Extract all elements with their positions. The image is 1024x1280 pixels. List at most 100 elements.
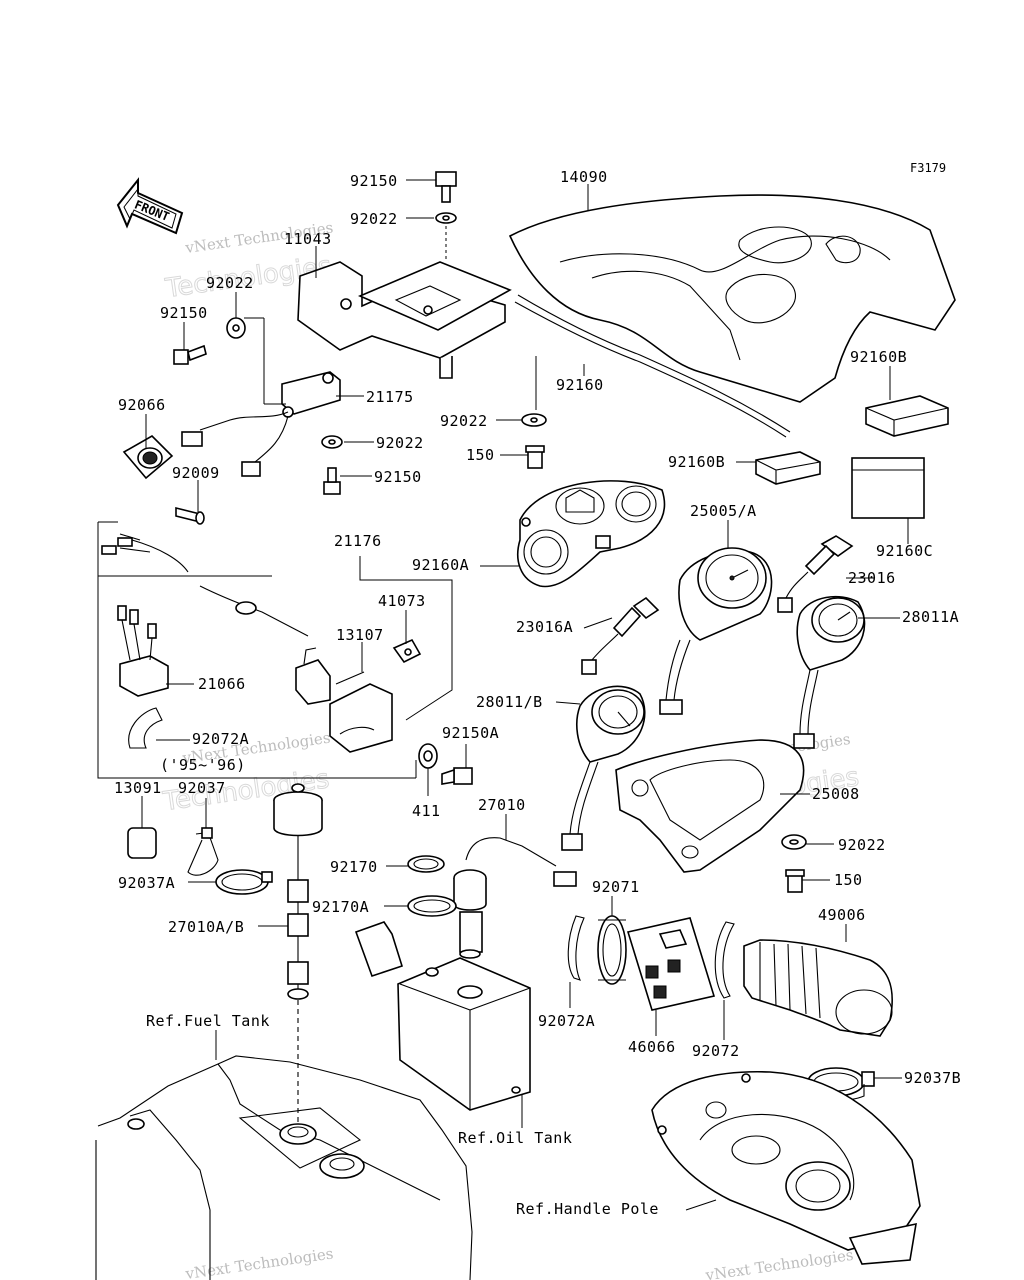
pad-92160C — [851, 457, 925, 519]
gauge-housing-92160A — [516, 480, 666, 588]
label-92170A: 92170A — [312, 898, 369, 916]
switch-cap — [329, 683, 393, 753]
boot-49006 — [743, 939, 893, 1037]
figure-code: F3179 — [910, 161, 946, 175]
label-92037A: 92037A — [118, 874, 175, 892]
bolt-92150-c — [323, 467, 341, 495]
fuel-tank — [95, 1055, 473, 1280]
bolt-150-b — [785, 869, 805, 893]
handle-pole — [651, 1070, 921, 1265]
sensor-23016 — [777, 535, 854, 613]
bolt-92150-top — [435, 171, 457, 224]
clamp-92170A — [407, 895, 457, 917]
part-labels: 92150 14090 92022 11043 92022 92150 2117… — [114, 168, 961, 1218]
grommet-92066 — [122, 435, 174, 480]
label-27010: 27010 — [478, 796, 526, 814]
label-92022: 92022 — [206, 274, 254, 292]
label-27010AB: 27010A/B — [168, 918, 244, 936]
label-92150: 92150 — [350, 172, 398, 190]
label-92150A: 92150A — [442, 724, 499, 742]
label-ref-fuel-tank: Ref.Fuel Tank — [146, 1012, 270, 1030]
bracket-11043 — [297, 261, 512, 379]
label-46066: 46066 — [628, 1038, 676, 1056]
label-92072A: 92072A — [192, 730, 249, 748]
label-411: 411 — [412, 802, 441, 820]
switch-block — [295, 647, 331, 705]
label-95-96: ('95~'96) — [160, 756, 246, 774]
label-150: 150 — [834, 871, 863, 889]
label-21066: 21066 — [198, 675, 246, 693]
pad-92160B-b — [755, 451, 821, 485]
top-cover-14090 — [508, 194, 956, 403]
label-28011A: 28011A — [902, 608, 959, 626]
regulator-21175 — [181, 371, 341, 477]
seal-92071 — [597, 915, 627, 985]
label-21175: 21175 — [366, 388, 414, 406]
gauge-28011A — [793, 595, 866, 749]
tie-92037 — [187, 827, 219, 876]
gauge-28011B — [561, 685, 646, 851]
band-92072 — [714, 921, 735, 999]
label-14090: 14090 — [560, 168, 608, 186]
label-92160C: 92160C — [876, 542, 933, 560]
label-92160A: 92160A — [412, 556, 469, 574]
band-92072A-b — [567, 915, 585, 981]
label-92150: 92150 — [160, 304, 208, 322]
cap-13091 — [127, 827, 157, 859]
label-92160B: 92160B — [850, 348, 907, 366]
front-arrow-icon: FRONT — [116, 177, 184, 235]
label-21176: 21176 — [334, 532, 382, 550]
label-25005: 25005/A — [690, 502, 757, 520]
clip-41073 — [392, 638, 422, 664]
label-92160B: 92160B — [668, 453, 725, 471]
label-49006: 49006 — [818, 906, 866, 924]
tachometer-25005 — [659, 547, 773, 715]
oil-sender-27010 — [453, 837, 577, 959]
band-92072A-a — [128, 707, 163, 749]
label-92150: 92150 — [374, 468, 422, 486]
label-11043: 11043 — [284, 230, 332, 248]
leader-lines — [141, 179, 909, 1211]
label-150: 150 — [466, 446, 495, 464]
bolt-92150A — [441, 767, 473, 785]
fuel-sender-27010AB — [273, 783, 323, 1124]
label-23016: 23016 — [848, 569, 896, 587]
label-13107: 13107 — [336, 626, 384, 644]
meter-bracket-25008 — [615, 739, 805, 873]
label-92072A: 92072A — [538, 1012, 595, 1030]
label-25008: 25008 — [812, 785, 860, 803]
label-92022: 92022 — [440, 412, 488, 430]
bolt-150-a — [525, 445, 545, 469]
label-92160: 92160 — [556, 376, 604, 394]
gasket-92160 — [517, 294, 791, 433]
label-92022: 92022 — [376, 434, 424, 452]
clamp-92170 — [407, 855, 445, 873]
pad-92160B-a — [865, 395, 949, 437]
label-92072: 92072 — [692, 1042, 740, 1060]
label-ref-handle-pole: Ref.Handle Pole — [516, 1200, 659, 1218]
sensor-23016A — [581, 596, 660, 675]
bolt-92150-b — [173, 344, 207, 365]
oil-tank — [354, 921, 531, 1111]
label-92009: 92009 — [172, 464, 220, 482]
label-92037: 92037 — [178, 779, 226, 797]
label-92066: 92066 — [118, 396, 166, 414]
label-92071: 92071 — [592, 878, 640, 896]
label-92037B: 92037B — [904, 1069, 961, 1087]
label-41073: 41073 — [378, 592, 426, 610]
label-13091: 13091 — [114, 779, 162, 797]
relay-21066 — [117, 605, 169, 697]
watermark-text: vNext Technologies — [183, 1244, 334, 1280]
label-ref-oil-tank: Ref.Oil Tank — [458, 1129, 572, 1147]
label-28011B: 28011/B — [476, 693, 543, 711]
label-23016A: 23016A — [516, 618, 573, 636]
label-92022: 92022 — [350, 210, 398, 228]
watermark-text: vNext Technologies — [703, 1246, 854, 1280]
clamp-92037A — [215, 869, 273, 895]
label-92022: 92022 — [838, 836, 886, 854]
harness-21176-outline — [97, 521, 453, 779]
screw-92009 — [175, 506, 205, 525]
label-92170: 92170 — [330, 858, 378, 876]
plate-46066 — [626, 917, 716, 1011]
